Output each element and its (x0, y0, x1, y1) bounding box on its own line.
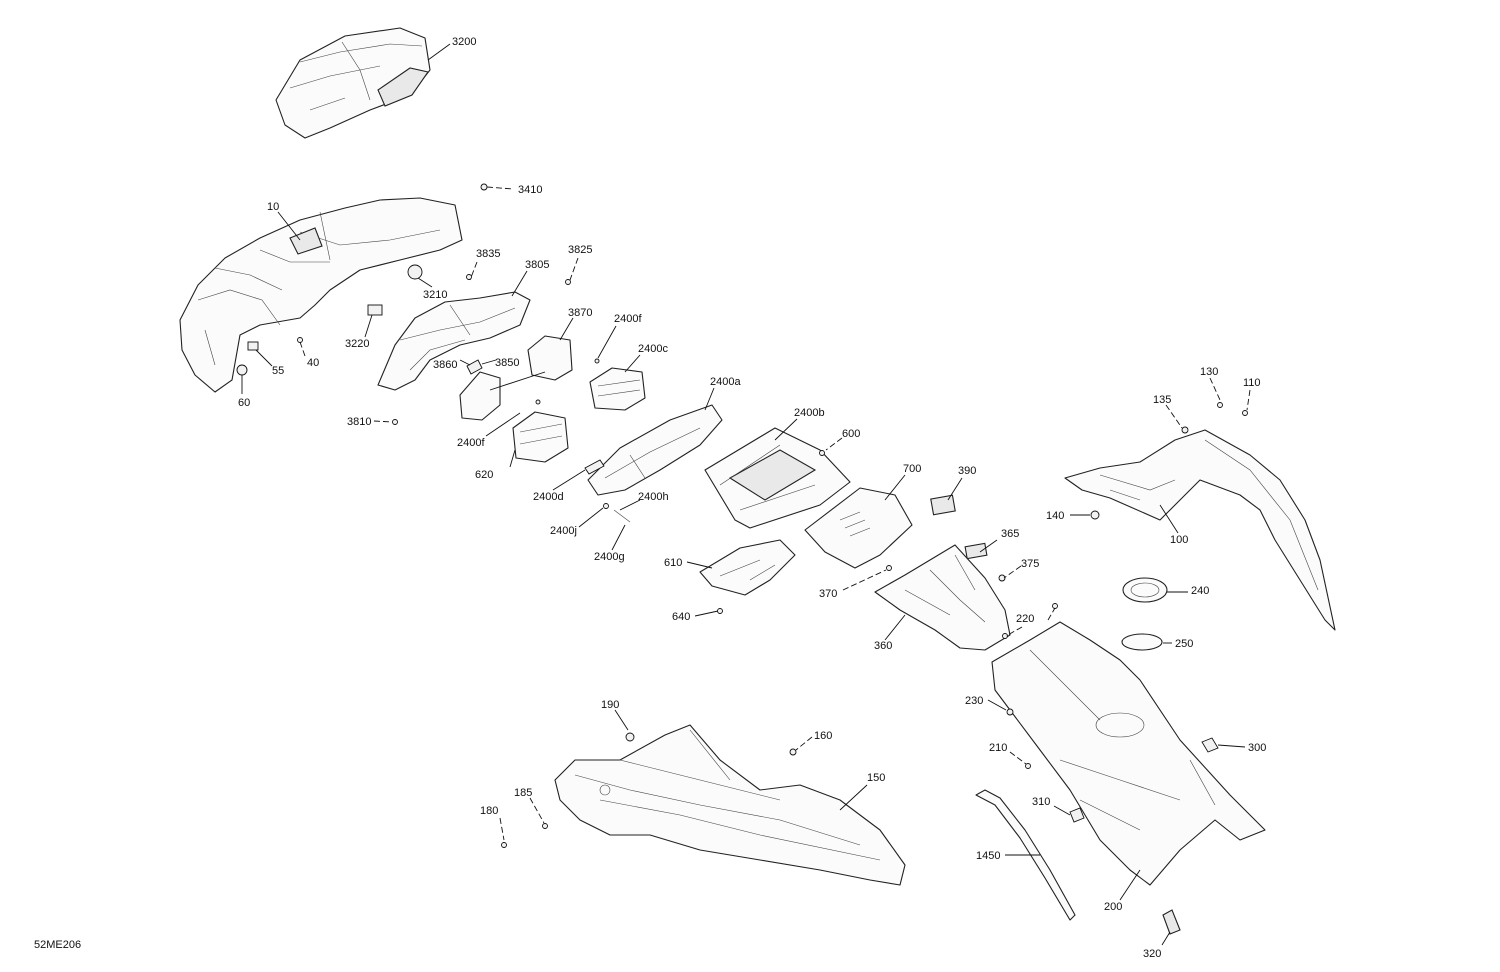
part-365-clip (964, 542, 988, 560)
callout-300: 300 (1248, 742, 1266, 754)
callout-640: 640 (672, 611, 690, 623)
callout-190: 190 (601, 699, 619, 711)
part-3805-dash-frame (377, 291, 531, 391)
callout-40: 40 (307, 357, 319, 369)
callout-360: 360 (874, 640, 892, 652)
callout-3850: 3850 (495, 357, 519, 369)
callout-100: 100 (1170, 534, 1188, 546)
callout-210: 210 (989, 742, 1007, 754)
callout-55: 55 (272, 365, 284, 377)
callout-3200: 3200 (452, 36, 476, 48)
callout-620: 600 (842, 428, 860, 440)
callout-labels: 3200 3410 10 3835 3825 3805 3210 3220 40… (34, 36, 1266, 960)
part-360-center-console (874, 544, 1011, 651)
callout-2400d: 2400d (533, 491, 564, 503)
callout-2400j: 2400j (550, 525, 577, 537)
part-200-rear-fender (991, 621, 1266, 886)
callout-150: 150 (867, 772, 885, 784)
callout-130: 130 (1200, 366, 1218, 378)
part-100-rear-panel (1064, 429, 1336, 631)
callout-185: 185 (514, 787, 532, 799)
callout-370: 370 (819, 588, 837, 600)
callout-140: 140 (1046, 510, 1064, 522)
callout-10: 10 (267, 201, 279, 213)
diagram-code: 52ME206 (34, 939, 81, 951)
callout-390: 390 (958, 465, 976, 477)
callout-2400f-top: 2400f (614, 313, 642, 325)
callout-3220: 3220 (345, 338, 369, 350)
callout-160: 160 (814, 730, 832, 742)
callout-135: 135 (1153, 394, 1171, 406)
callout-200: 200 (1104, 901, 1122, 913)
callout-375: 375 (1021, 558, 1039, 570)
part-2400a-tray (587, 404, 723, 496)
callout-3805: 3805 (525, 259, 549, 271)
callout-700: 700 (903, 463, 921, 475)
callout-3210: 3210 (423, 289, 447, 301)
callout-2400c: 2400c (638, 343, 668, 355)
callout-2400g: 2400g (594, 551, 625, 563)
callout-60: 60 (238, 397, 250, 409)
callout-2400h: 2400h (638, 491, 669, 503)
callout-230: 230 (965, 695, 983, 707)
fasteners (236, 183, 1248, 848)
callout-365: 365 (1001, 528, 1019, 540)
part-320-clip (1162, 909, 1181, 935)
callout-1450: 1450 (976, 850, 1000, 862)
part-2400b-module (512, 411, 569, 463)
callout-600: 2400b (794, 407, 825, 419)
callout-2400f-bottom: 2400f (457, 437, 485, 449)
part-3870-gauge (459, 335, 573, 421)
callout-3860: 3860 (433, 359, 457, 371)
part-250-seal (1121, 633, 1163, 651)
part-240-ring (1122, 577, 1168, 603)
callout-320: 320 (1143, 948, 1161, 960)
part-610-bracket (699, 539, 796, 596)
part-600-lid (704, 427, 851, 529)
part-700-cover (804, 487, 913, 569)
part-150-side-panel (554, 724, 906, 886)
callout-250: 250 (1175, 638, 1193, 650)
part-10-front-panel (179, 197, 463, 393)
callout-110: 110 (1243, 377, 1261, 389)
callout-180: 180 (480, 805, 498, 817)
part-390-clip (930, 494, 956, 516)
callout-3835: 3835 (476, 248, 500, 260)
callout-3870: 3870 (568, 307, 592, 319)
part-2400c-module (589, 367, 646, 411)
callout-2400a: 2400a (710, 376, 741, 388)
callout-310: 310 (1032, 796, 1050, 808)
callout-240: 240 (1191, 585, 1209, 597)
callout-3825: 3825 (568, 244, 592, 256)
callout-3410: 3410 (518, 184, 542, 196)
callout-2400b: 620 (475, 469, 493, 481)
part-3200-upper-console (275, 27, 431, 139)
callout-610: 610 (664, 557, 682, 569)
callout-220: 220 (1016, 613, 1034, 625)
part-1450-strip (975, 789, 1076, 921)
leader-lines (241, 43, 1251, 946)
callout-3810: 3810 (347, 416, 371, 428)
